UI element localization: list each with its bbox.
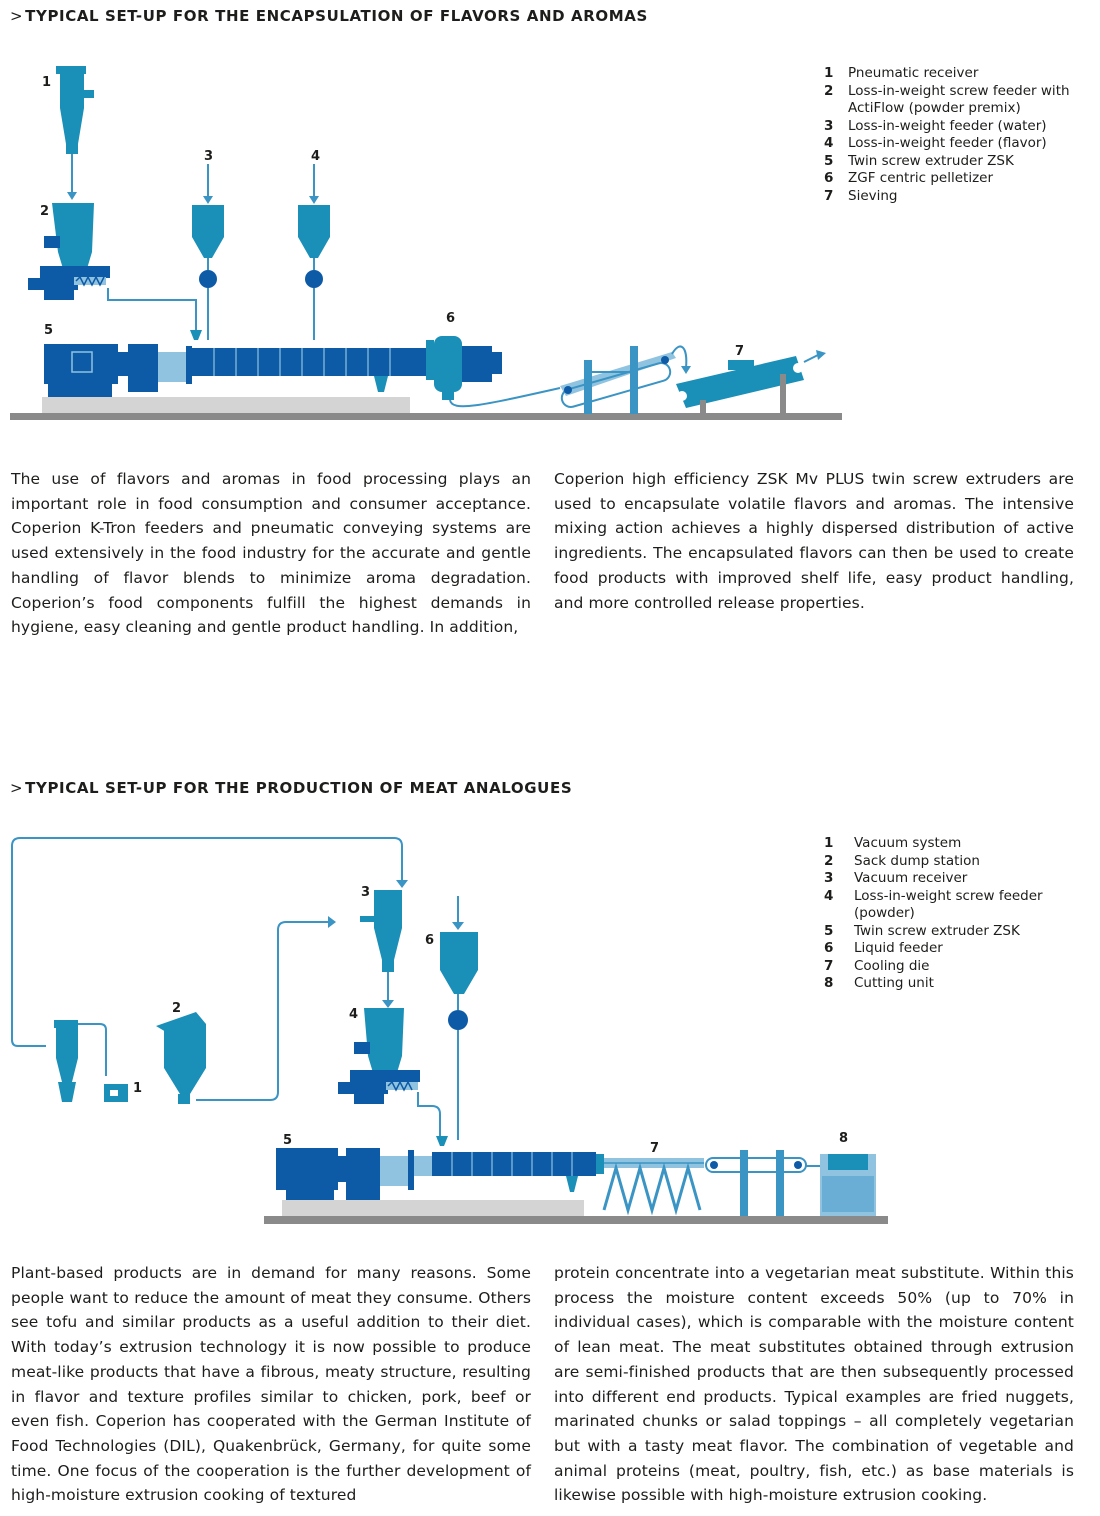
- liquid-feeder-flavor-icon: [298, 164, 330, 340]
- pneumatic-receiver-icon: [56, 66, 94, 154]
- diagram-label-1: 1: [42, 75, 51, 90]
- screw-feeder-icon: [28, 203, 110, 300]
- floor-line: [264, 1216, 888, 1224]
- section-title-flavors: >TYPICAL SET-UP FOR THE ENCAPSULATION OF…: [10, 7, 648, 25]
- sack-dump-station-icon: [156, 1012, 206, 1104]
- twin-screw-extruder-icon: [276, 1136, 604, 1200]
- extruder-base: [282, 1200, 584, 1216]
- extruder-base: [42, 397, 410, 413]
- twin-screw-extruder-icon: [44, 330, 428, 397]
- vacuum-receiver-icon: [360, 890, 402, 972]
- diagram-label-6: 6: [425, 933, 434, 948]
- flavor-encapsulation-diagram: 1 2 3 4 5 6 7: [10, 66, 842, 420]
- meat-analogues-text-right: protein concentrate into a vegetarian me…: [554, 1264, 1074, 1505]
- cutting-unit-icon: [820, 1154, 876, 1216]
- diagram-label-7: 7: [735, 344, 744, 359]
- diagram-label-5: 5: [283, 1133, 292, 1148]
- diagram-label-7: 7: [650, 1141, 659, 1156]
- conveyor-icon: [560, 346, 676, 414]
- section-title-meat-analogues: >TYPICAL SET-UP FOR THE PRODUCTION OF ME…: [10, 779, 573, 797]
- screw-feeder-powder-icon: [338, 1008, 420, 1104]
- conveyor-icon: [705, 1150, 807, 1216]
- diagram-label-6: 6: [446, 311, 455, 326]
- sieve-icon: [676, 350, 826, 414]
- diagram-label-5: 5: [44, 323, 53, 338]
- diagram-label-4: 4: [311, 149, 320, 164]
- meat-analogues-diagram: 1 2 3 4 5 6 7 8: [11, 837, 888, 1224]
- diagram-label-1: 1: [133, 1081, 142, 1096]
- diagram-label-2: 2: [40, 204, 49, 219]
- diagram-label-8: 8: [839, 1131, 848, 1146]
- flavors-text-left: The use of flavors and aromas in food pr…: [11, 470, 531, 637]
- liquid-feeder-icon: [440, 896, 478, 1140]
- diagram-label-2: 2: [172, 1001, 181, 1016]
- liquid-feeder-water-icon: [192, 164, 224, 340]
- floor-line: [10, 413, 842, 420]
- diagram-label-3: 3: [204, 149, 213, 164]
- diagram-label-3: 3: [361, 885, 370, 900]
- meat-analogues-text-left: Plant-based products are in demand for m…: [11, 1264, 531, 1505]
- cooling-die-icon: [602, 1158, 704, 1216]
- diagram-label-4: 4: [349, 1007, 358, 1022]
- pelletizer-icon: [426, 336, 502, 400]
- flavors-text-right: Coperion high efficiency ZSK Mv PLUS twi…: [554, 470, 1074, 612]
- vacuum-system-icon: [54, 1020, 128, 1102]
